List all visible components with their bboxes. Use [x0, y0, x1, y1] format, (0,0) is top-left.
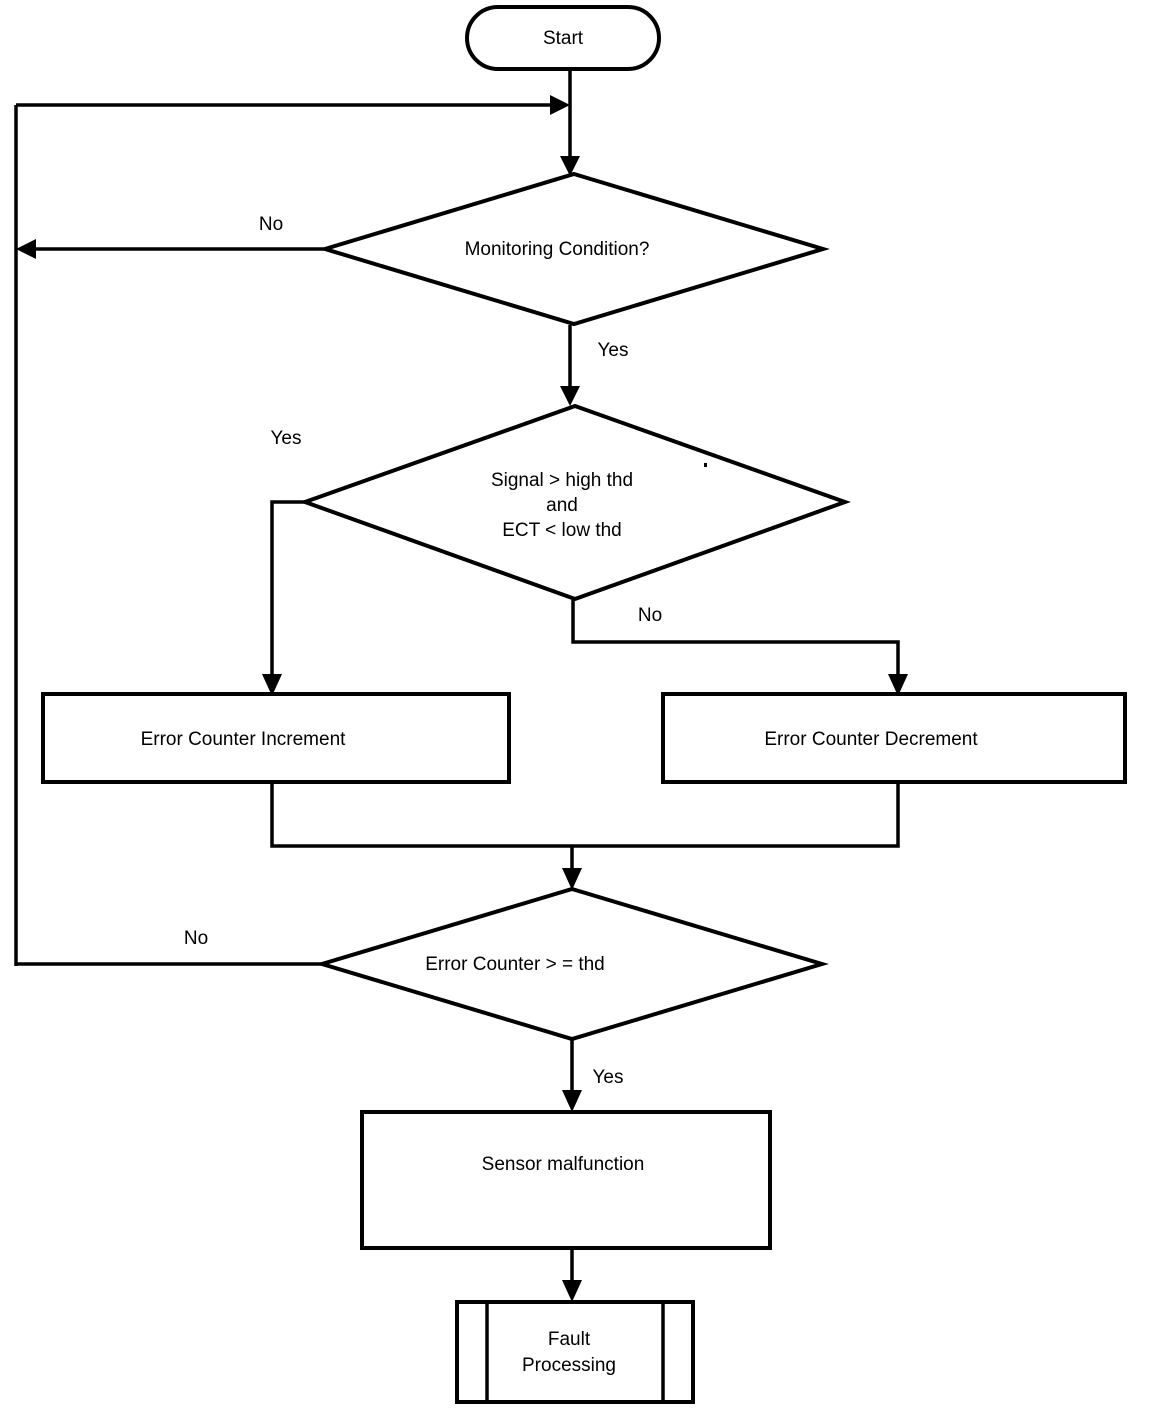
- node-error-counter-increment-label: Error Counter Increment: [141, 729, 347, 750]
- arrowhead-signal-yes: [262, 674, 282, 696]
- node-sensor-malfunction[interactable]: [360, 1110, 772, 1250]
- node-signal-check[interactable]: [299, 403, 851, 602]
- arrowhead-signal-no: [888, 674, 908, 696]
- node-error-counter-threshold[interactable]: [315, 886, 829, 1042]
- edge-label-threshold-yes: Yes: [593, 1067, 624, 1088]
- arrowhead-malfunction-to-fault: [562, 1280, 582, 1302]
- node-error-counter-increment[interactable]: [41, 692, 511, 784]
- edge-label-monitoring-no: No: [259, 214, 283, 235]
- node-error-counter-decrement[interactable]: [661, 692, 1127, 784]
- arrowhead-start-to-monitoring: [560, 156, 580, 176]
- node-fault-processing-label-line2: Processing: [522, 1355, 616, 1376]
- node-error-counter-threshold-label: Error Counter > = thd: [425, 954, 605, 975]
- edge-label-signal-no: No: [638, 605, 662, 626]
- connector-signal-no: [571, 600, 900, 688]
- connector-signal-yes: [270, 500, 305, 688]
- node-sensor-malfunction-label: Sensor malfunction: [482, 1154, 645, 1175]
- node-fault-processing[interactable]: [455, 1300, 695, 1404]
- node-start[interactable]: [465, 5, 661, 71]
- node-error-counter-decrement-label: Error Counter Decrement: [764, 729, 978, 750]
- arrowhead-monitoring-no: [16, 239, 36, 259]
- connector-counter-merge: [270, 783, 900, 848]
- node-monitoring-condition-label: Monitoring Condition?: [465, 239, 650, 260]
- node-signal-check-label-line3: ECT < low thd: [502, 520, 622, 541]
- node-signal-check-label-line1: Signal > high thd: [491, 470, 633, 491]
- arrowhead-threshold-yes: [562, 1090, 582, 1112]
- edge-label-monitoring-yes: Yes: [598, 340, 629, 361]
- node-start-label: Start: [543, 28, 584, 49]
- arrowhead-feedback-to-start-stem: [550, 95, 570, 115]
- edge-label-threshold-no: No: [184, 928, 208, 949]
- edge-label-signal-yes: Yes: [271, 428, 302, 449]
- arrowhead-merge-to-threshold: [562, 868, 582, 890]
- node-monitoring-condition[interactable]: [318, 171, 830, 327]
- node-signal-check-label-line2: and: [546, 495, 578, 516]
- node-fault-processing-label-line1: Fault: [548, 1329, 591, 1350]
- stray-speck: [704, 463, 707, 467]
- arrowhead-monitoring-yes: [560, 386, 580, 406]
